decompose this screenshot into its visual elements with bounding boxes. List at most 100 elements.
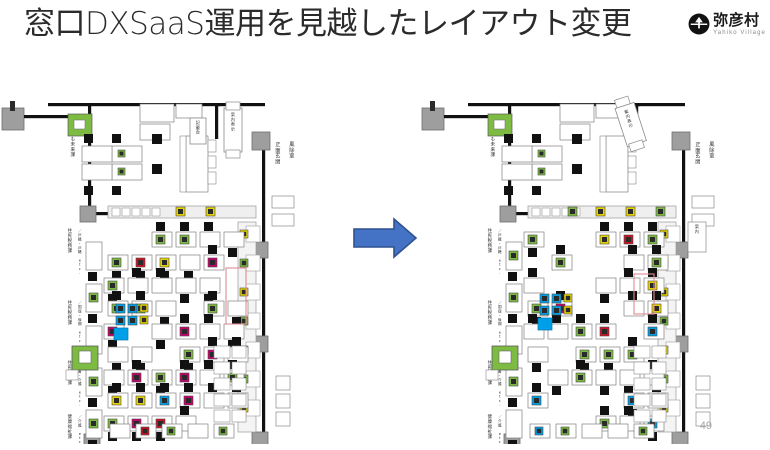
workstation-glyph — [113, 259, 120, 266]
workstation-glyph — [181, 236, 188, 243]
workstation-glyph — [90, 420, 97, 427]
desk — [223, 231, 245, 248]
reception-counter-inner — [493, 119, 506, 130]
workstation-glyph — [119, 169, 124, 174]
workstation-glyph — [581, 351, 588, 358]
workstation-glyph — [577, 328, 584, 335]
outer-furniture — [695, 411, 711, 427]
floor-plan-after-svg: こども未来課正面玄関風除室住民税務課／戸籍・戸籍 etc.住民税務課／国保・後期… — [421, 95, 715, 444]
counter-slot — [141, 207, 151, 217]
chair — [204, 222, 213, 231]
desk — [199, 231, 221, 248]
workstation-glyph — [541, 307, 548, 314]
pillar — [251, 131, 271, 151]
chair — [208, 291, 217, 300]
workstation-glyph — [536, 428, 542, 434]
chair — [576, 360, 585, 369]
label-department-sub: ／介護 etc. — [498, 414, 502, 444]
chair — [652, 245, 661, 254]
workstation-glyph — [109, 282, 116, 289]
workstation-glyph — [90, 378, 97, 385]
workstation-glyph — [541, 295, 548, 302]
counter-slot — [541, 207, 551, 217]
chair — [160, 317, 169, 326]
workstation-glyph — [241, 289, 247, 295]
workstation-glyph — [207, 208, 214, 215]
floor-plan-before-svg: こども未来課正面玄関風除室住民税務課／戸籍・戸籍 etc.住民税務課／国保・後期… — [1, 101, 295, 444]
locker — [651, 377, 667, 391]
locker — [231, 345, 247, 359]
workstation-glyph — [90, 294, 97, 301]
chair — [532, 134, 541, 143]
chair — [156, 432, 165, 441]
desk — [151, 277, 173, 294]
pillar — [499, 205, 517, 223]
workstation-glyph — [640, 428, 646, 434]
workstation-glyph — [557, 259, 564, 266]
locker — [651, 345, 667, 359]
chair — [112, 134, 121, 143]
chair — [112, 363, 121, 372]
locker — [651, 361, 667, 375]
counter-slot — [151, 207, 161, 217]
chair — [508, 398, 517, 407]
desk — [155, 300, 177, 317]
chair — [112, 271, 121, 280]
large-green-inner — [78, 350, 92, 364]
desk — [111, 145, 143, 163]
chair — [184, 383, 193, 392]
desk — [605, 135, 629, 193]
workstation-glyph — [209, 305, 216, 312]
workstation-glyph — [597, 208, 604, 215]
chair — [528, 248, 537, 257]
workstation-glyph — [137, 259, 144, 266]
large-green-inner — [498, 350, 512, 364]
chair — [600, 386, 609, 395]
chair — [528, 268, 537, 277]
info-box-cap — [628, 139, 645, 153]
desk — [619, 277, 641, 294]
workstation-glyph — [601, 236, 608, 243]
counter-slot — [121, 207, 131, 217]
workstation-glyph — [229, 374, 236, 381]
info-box — [189, 117, 207, 145]
chair — [156, 268, 165, 277]
adjacent-desk — [485, 369, 499, 381]
workstation-glyph — [653, 259, 660, 266]
outer-furniture — [691, 195, 715, 209]
locker — [231, 409, 247, 423]
chair — [628, 291, 637, 300]
workstation-glyph — [661, 318, 667, 324]
workstation-glyph — [241, 318, 247, 324]
chair — [504, 134, 513, 143]
wall-top-left — [48, 103, 220, 107]
outer-furniture — [695, 393, 711, 409]
workstation-glyph — [577, 374, 584, 381]
locker — [651, 393, 667, 407]
label-department-main: 住民税務課 — [68, 299, 73, 326]
chair — [572, 134, 582, 144]
locker — [213, 393, 231, 407]
counter-slot — [531, 207, 541, 217]
chair — [648, 222, 657, 231]
chair — [208, 383, 217, 392]
chair — [600, 314, 609, 323]
locker — [633, 361, 651, 375]
counter-slot — [111, 207, 121, 217]
workstation-glyph — [157, 420, 164, 427]
desk — [175, 103, 203, 119]
workstation-glyph — [553, 307, 560, 314]
chair — [132, 268, 141, 277]
desk — [531, 145, 563, 163]
label-department-main: 健康福祉課 — [68, 413, 73, 440]
workstation-glyph — [117, 305, 124, 312]
chair — [180, 360, 189, 369]
desk — [139, 103, 175, 123]
pillar — [671, 131, 691, 151]
workstation-glyph — [185, 397, 192, 404]
locker — [633, 393, 651, 407]
desk — [501, 163, 533, 181]
